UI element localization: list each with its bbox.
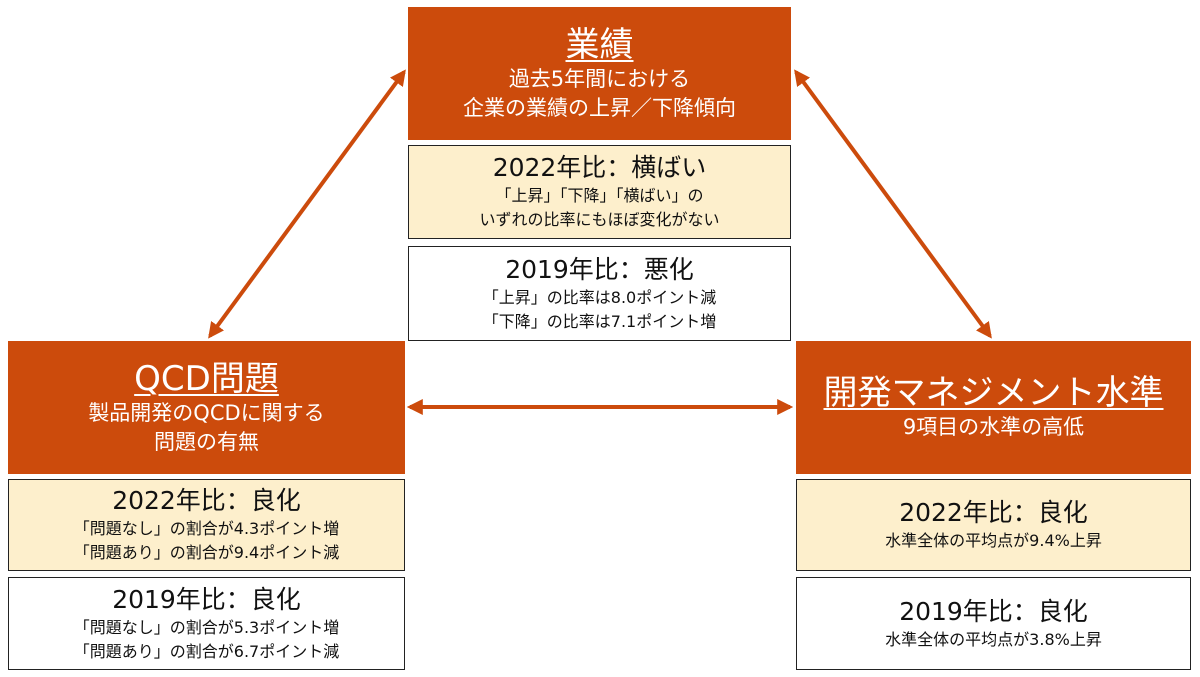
performance-node: 業績 過去5年間における 企業の業績の上昇／下降傾向	[408, 7, 791, 140]
performance-2022-line: 「上昇」「下降」「横ばい」の	[495, 186, 704, 205]
performance-desc-line: 過去5年間における	[508, 66, 691, 91]
dev-management-2022-line: 水準全体の平均点が9.4%上昇	[885, 531, 1102, 550]
dev-management-2019-line: 水準全体の平均点が3.8%上昇	[885, 629, 1102, 649]
qcd-desc-line: 製品開発のQCDに関する	[88, 400, 325, 425]
dev-management-2019-title: 2019年比：良化	[899, 596, 1088, 626]
performance-2022-line: いずれの比率にもほぼ変化がない	[479, 210, 720, 229]
performance-desc-line: 企業の業績の上昇／下降傾向	[463, 95, 736, 120]
performance-2019-title: 2019年比：悪化	[505, 254, 694, 284]
dev-management-node: 開発マネジメント水準 9項目の水準の高低	[796, 341, 1191, 474]
qcd-2019-box: 2019年比：良化 「問題なし」の割合が5.3ポイント増 「問題あり」の割合が6…	[8, 577, 405, 670]
qcd-2019-line: 「問題なし」の割合が5.3ポイント増	[73, 617, 340, 637]
qcd-2019-title: 2019年比：良化	[112, 584, 301, 614]
qcd-2022-line: 「問題あり」の割合が9.4ポイント減	[73, 543, 340, 562]
performance-2019-line: 「上昇」の比率は8.0ポイント減	[482, 287, 717, 307]
qcd-2022-box: 2022年比：良化 「問題なし」の割合が4.3ポイント増 「問題あり」の割合が9…	[8, 479, 405, 571]
qcd-title: QCD問題	[134, 358, 279, 399]
performance-title: 業績	[565, 24, 634, 65]
qcd-2022-title: 2022年比：良化	[112, 486, 301, 515]
dev-management-desc-line: 9項目の水準の高低	[902, 415, 1085, 439]
dev-management-2022-box: 2022年比：良化 水準全体の平均点が9.4%上昇	[796, 479, 1191, 571]
performance-2022-box: 2022年比：横ばい 「上昇」「下降」「横ばい」の いずれの比率にもほぼ変化がな…	[408, 145, 791, 239]
arrow-top-right	[794, 69, 992, 339]
performance-2022-title: 2022年比：横ばい	[492, 153, 707, 182]
qcd-2019-line: 「問題あり」の割合が6.7ポイント減	[73, 641, 340, 661]
dev-management-2022-title: 2022年比：良化	[899, 498, 1088, 527]
qcd-node: QCD問題 製品開発のQCDに関する 問題の有無	[8, 341, 405, 474]
dev-management-2019-box: 2019年比：良化 水準全体の平均点が3.8%上昇	[796, 577, 1191, 670]
arrow-top-left	[208, 69, 406, 339]
qcd-2022-line: 「問題なし」の割合が4.3ポイント増	[73, 519, 340, 538]
performance-2019-line: 「下降」の比率は7.1ポイント増	[482, 311, 717, 331]
qcd-desc-line: 問題の有無	[154, 429, 259, 454]
performance-2019-box: 2019年比：悪化 「上昇」の比率は8.0ポイント減 「下降」の比率は7.1ポイ…	[408, 246, 791, 341]
dev-management-title: 開発マネジメント水準	[823, 373, 1164, 413]
